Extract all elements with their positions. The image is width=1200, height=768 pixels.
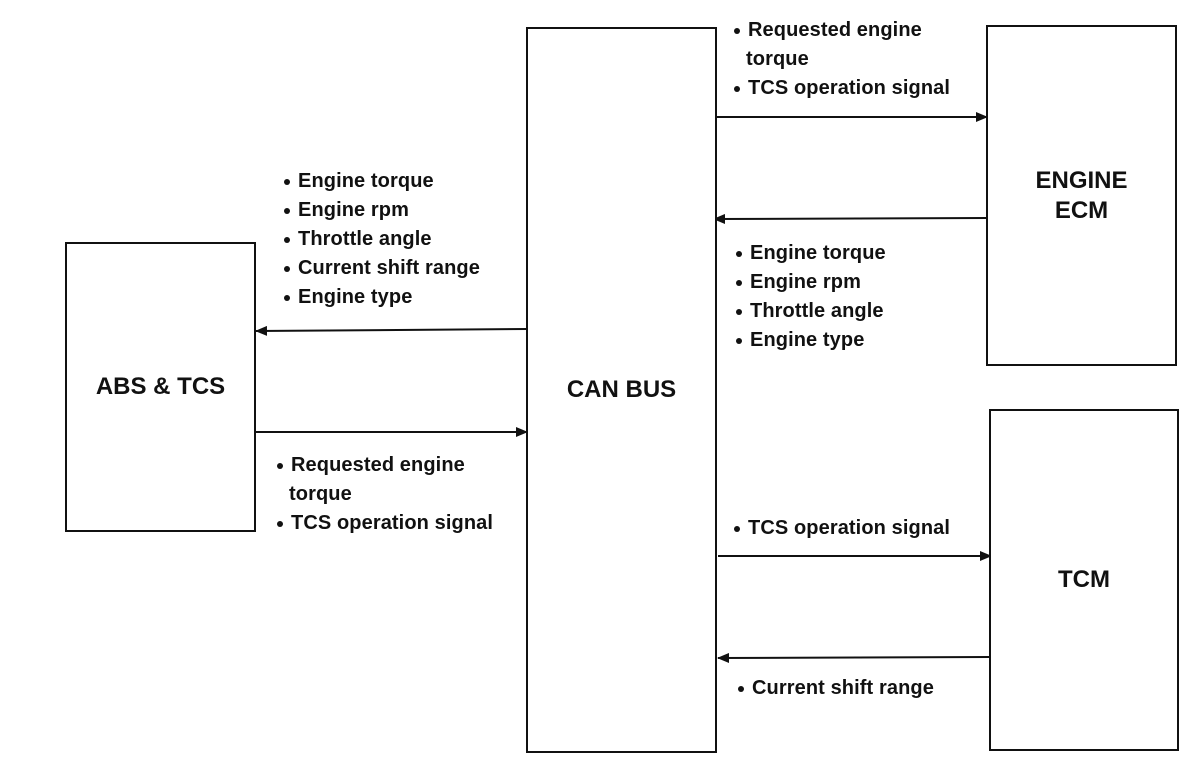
tcm-box: TCM: [989, 409, 1179, 751]
can-bus-label: CAN BUS: [566, 376, 677, 403]
signals-can-to-tcm: TCS operation signal: [733, 514, 950, 543]
signal-item: TCS operation signal: [276, 509, 493, 538]
signal-item: Current shift range: [737, 674, 934, 703]
signal-item: Engine torque: [735, 239, 886, 268]
engine-ecm-label-line1: ENGINE: [1035, 166, 1128, 194]
signals-tcm-to-can: Current shift range: [737, 674, 934, 703]
engine-ecm-box: ENGINE ECM: [986, 25, 1177, 366]
abs-tcs-module-box: ABS & TCS: [65, 242, 256, 532]
abs-tcs-label: ABS & TCS: [95, 373, 226, 400]
signal-item-line: torque: [289, 483, 352, 505]
signal-item: Engine rpm: [283, 196, 480, 225]
signal-item-line: Requested engine: [291, 454, 465, 476]
signal-item: Engine type: [735, 326, 886, 355]
signal-item: Requested engine torque: [733, 16, 950, 74]
signal-item: Engine rpm: [735, 268, 886, 297]
arrow-can-to-abs: [255, 325, 528, 336]
signal-item: Throttle angle: [283, 225, 480, 254]
signal-item: Engine torque: [283, 167, 480, 196]
signal-item-line: torque: [746, 48, 809, 70]
signal-item-line: Requested engine: [748, 19, 922, 41]
signals-can-to-ecm: Requested engine torque TCS operation si…: [733, 16, 950, 103]
signals-ecm-to-can: Engine torque Engine rpm Throttle angle …: [735, 239, 886, 355]
tcm-label: TCM: [1058, 566, 1110, 593]
signal-item: TCS operation signal: [733, 514, 950, 543]
can-bus-box: CAN BUS: [526, 27, 717, 753]
signal-item: Requested engine torque: [276, 451, 493, 509]
engine-ecm-label-line2: ECM: [1054, 196, 1109, 224]
signals-can-to-abs: Engine torque Engine rpm Throttle angle …: [283, 167, 480, 312]
signal-item: Current shift range: [283, 254, 480, 283]
signal-item: Throttle angle: [735, 297, 886, 326]
arrow-ecm-to-can: [713, 213, 988, 224]
signal-item: Engine type: [283, 283, 480, 312]
signal-item: TCS operation signal: [733, 74, 950, 103]
signals-abs-to-can: Requested engine torque TCS operation si…: [276, 451, 493, 538]
arrow-tcm-to-can: [717, 652, 992, 663]
